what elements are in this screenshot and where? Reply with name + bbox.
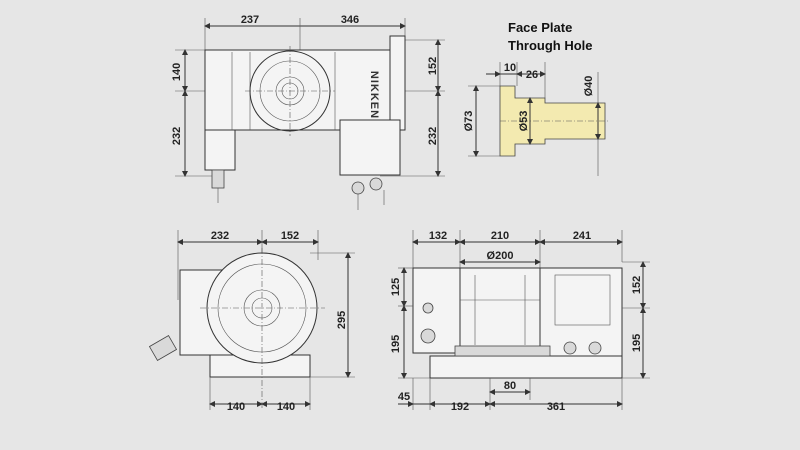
top-height-left-top: 140 [171,63,183,81]
face-plate-title-line1: Face Plate [508,20,572,35]
front-base-right: 140 [277,401,295,413]
front-height: 295 [336,311,348,329]
side-view: 132 210 241 Ø200 125 195 152 195 [390,230,650,413]
top-view: 237 346 140 232 152 232 NIKKEN [171,14,445,210]
side-height-left-top: 125 [390,278,402,296]
front-width-left: 232 [211,230,229,242]
detail-outer-diameter: Ø73 [463,111,475,132]
front-base-left: 140 [227,401,245,413]
face-plate-detail: Face Plate Through Hole 10 26 Ø73 Ø53 Ø4… [463,20,610,176]
side-table-diameter: Ø200 [487,250,514,262]
detail-dim-a: 10 [504,62,516,74]
top-height-left-bottom: 232 [171,127,183,145]
side-bottom-b: 192 [451,401,469,413]
side-bottom-c: 361 [547,401,565,413]
top-height-right-bottom: 232 [427,127,439,145]
face-plate-title-line2: Through Hole [508,38,593,53]
front-width-right: 152 [281,230,299,242]
top-width-left: 237 [241,14,259,26]
top-width-right: 346 [341,14,359,26]
side-height-right-top: 152 [631,276,643,294]
detail-bore-diameter: Ø40 [583,76,595,97]
detail-dim-b: 26 [526,69,538,81]
side-bottom-mid: 80 [504,380,516,392]
side-width-a: 132 [429,230,447,242]
brand-label: NIKKEN [368,71,380,119]
side-width-b: 210 [491,230,509,242]
front-view: 232 152 295 140 140 [148,230,355,413]
side-bottom-a: 45 [398,391,410,403]
detail-mid-diameter: Ø53 [518,111,530,132]
top-height-right-top: 152 [427,57,439,75]
side-height-left-bottom: 195 [390,335,402,353]
side-height-right-bottom: 195 [631,334,643,352]
side-width-c: 241 [573,230,591,242]
